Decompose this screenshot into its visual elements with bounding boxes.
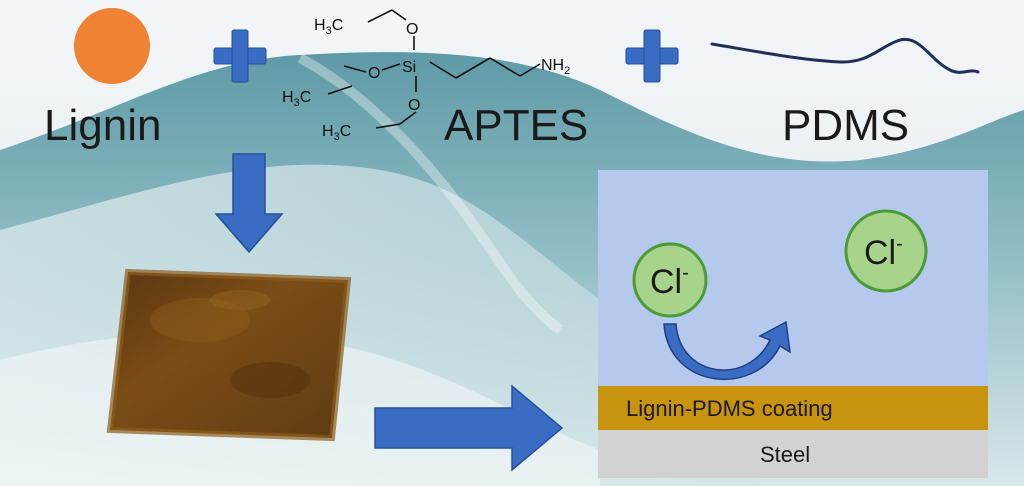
coating-layer-label: Lignin-PDMS coating <box>626 396 833 421</box>
methyl-group-top: H3C <box>314 17 343 37</box>
lignin-circle <box>74 8 150 84</box>
steel-layer-label: Steel <box>760 442 811 467</box>
chloride-ion: Cl- <box>844 209 928 293</box>
methyl-group-middle: H3C <box>282 89 311 109</box>
steel-layer <box>598 430 988 478</box>
aptes-structure: H3C O O Si NH2 H3C O H3C <box>282 9 570 143</box>
amine-group: NH2 <box>541 57 570 77</box>
bond-lines <box>327 9 541 129</box>
silicon-atom: Si <box>402 59 416 76</box>
oxygen-atom: O <box>368 65 380 82</box>
pdms-chain-icon <box>710 37 980 74</box>
down-arrow-icon <box>214 153 284 254</box>
aptes-label: APTES <box>444 101 589 150</box>
chloride-ion: Cl- <box>632 242 708 318</box>
lignin-label: Lignin <box>44 101 162 150</box>
methyl-group-bottom: H3C <box>322 123 351 143</box>
plus-icon <box>213 29 267 83</box>
ion-label: Cl- <box>864 233 903 272</box>
oxygen-atom: O <box>408 97 420 114</box>
lignin-pdms-film <box>106 268 352 442</box>
pdms-label: PDMS <box>782 101 910 150</box>
oxygen-atom: O <box>406 21 418 38</box>
coating-panel: Cl- Cl- <box>598 170 988 478</box>
plus-icon <box>625 29 679 83</box>
coating-layer <box>598 386 988 430</box>
right-arrow-icon <box>374 384 564 472</box>
ion-label: Cl- <box>650 262 689 301</box>
curved-arrow-icon <box>663 320 791 380</box>
